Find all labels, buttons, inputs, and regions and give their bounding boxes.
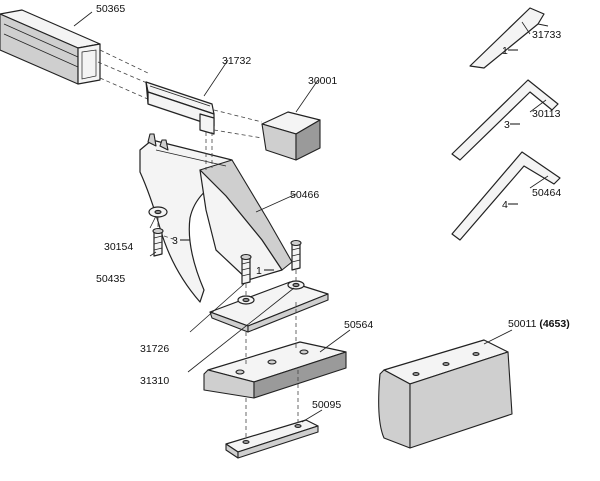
- label-base-plate: 31310: [140, 375, 169, 387]
- marker-key-1: 1: [502, 45, 508, 57]
- end-cap-part: [261, 111, 321, 161]
- label-bolt-pair: 31726: [140, 343, 169, 355]
- foot-pad-part: [203, 302, 347, 399]
- hex-key-3: [451, 151, 561, 241]
- quantity-markers: 1 3 4 3 1: [172, 45, 510, 277]
- label-foot-pad: 50564: [344, 319, 373, 331]
- spacer-part: [145, 81, 263, 139]
- label-bolt: 50435: [96, 273, 125, 285]
- marker-key-2: 3: [504, 119, 510, 131]
- leader-lines: [73, 11, 549, 423]
- marker-dashes: [180, 49, 520, 271]
- label-clamp: 50095: [312, 399, 341, 411]
- label-washer: 30154: [104, 241, 133, 253]
- bolts-and-base-plate: [209, 239, 329, 333]
- marker-bolt-pair: 1: [256, 265, 262, 277]
- hex-key-1: [469, 7, 549, 69]
- clamp-part: [225, 370, 319, 459]
- label-end-cap: 30001: [308, 75, 337, 87]
- marker-bolt: 3: [172, 235, 178, 247]
- label-key-2: 30113: [532, 108, 561, 120]
- marker-key-3: 4: [502, 199, 508, 211]
- hex-key-2: [451, 79, 559, 161]
- label-spacer: 31732: [222, 55, 251, 67]
- roof-bar: [0, 9, 211, 111]
- part-labels: 50365 31732 30001 31733 30113 50464 5046…: [96, 3, 570, 411]
- foot-body: [139, 132, 293, 303]
- label-bar: 50365: [96, 3, 125, 15]
- washer-and-bolt: [148, 206, 177, 257]
- label-foot: 50466: [290, 189, 319, 201]
- label-key-1: 31733: [532, 29, 561, 41]
- rubber-pad-part: [378, 339, 513, 449]
- label-key-3: 50464: [532, 187, 561, 199]
- label-rubber-pad: 50011 (4653): [508, 318, 570, 330]
